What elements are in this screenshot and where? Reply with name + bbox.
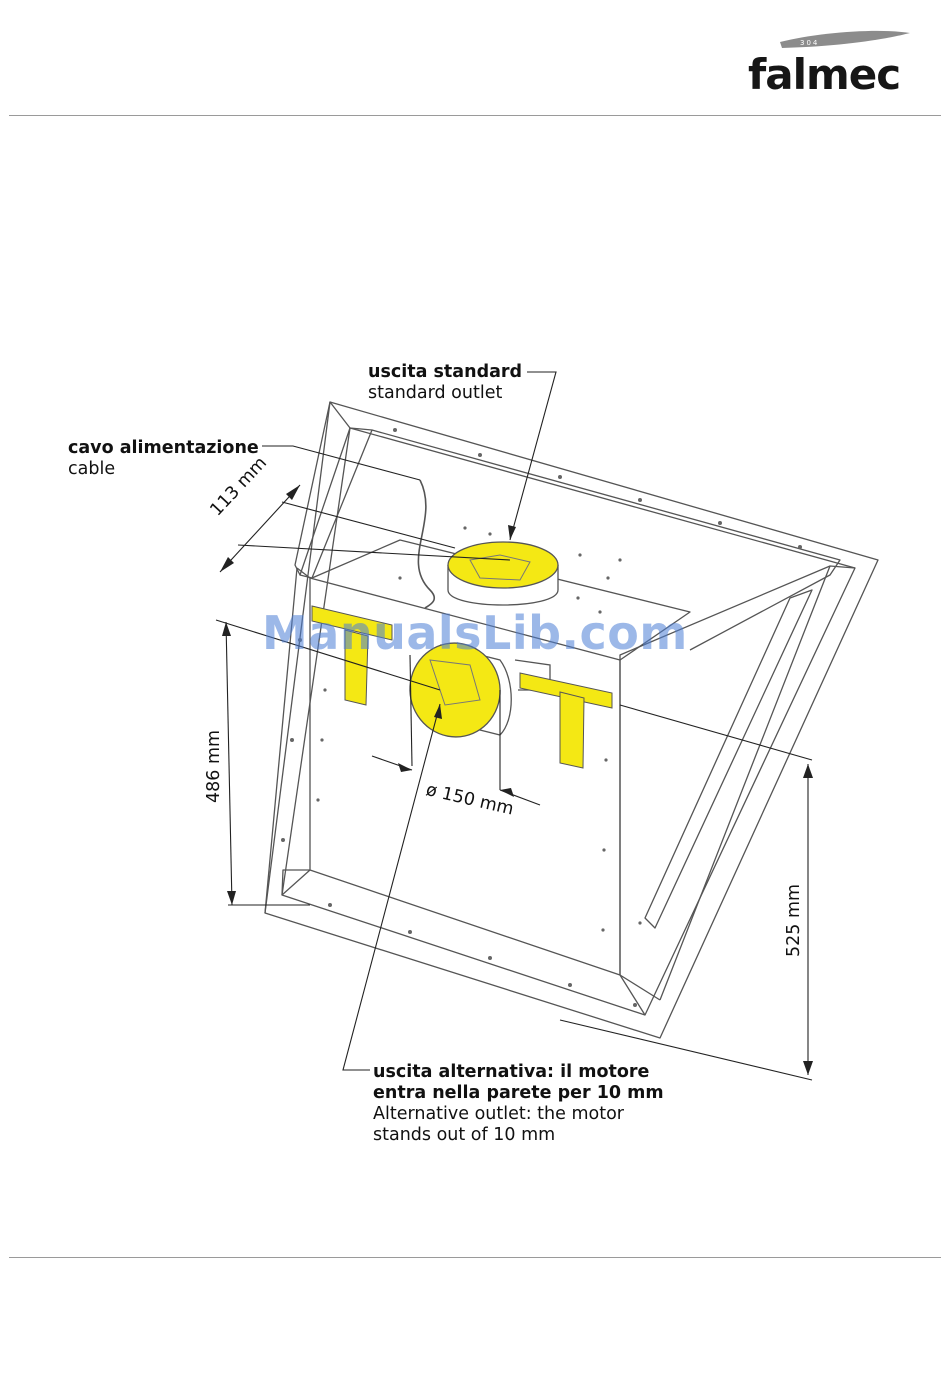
cable-label-it: cavo alimentazione: [68, 438, 259, 459]
cable-label: cavo alimentazione cable: [68, 438, 259, 480]
alt-outlet-label-it-2: entra nella parete per 10 mm: [373, 1083, 664, 1104]
alt-outlet-label-en-2: stands out of 10 mm: [373, 1125, 664, 1146]
standard-outlet: [448, 542, 558, 605]
watermark: ManualsLib.com: [262, 606, 688, 660]
power-cable: [418, 480, 434, 608]
standard-outlet-label-it: uscita standard: [368, 362, 522, 383]
standard-outlet-label: uscita standard standard outlet: [368, 362, 522, 404]
alt-outlet-label-it-1: uscita alternativa: il motore: [373, 1062, 664, 1083]
dimension-486: 486 mm: [206, 730, 224, 803]
alternative-outlet-label: uscita alternativa: il motore entra nell…: [373, 1062, 664, 1146]
alt-outlet-label-en-1: Alternative outlet: the motor: [373, 1104, 664, 1125]
dimension-525: 525 mm: [786, 884, 804, 957]
standard-outlet-label-en: standard outlet: [368, 383, 522, 404]
cable-label-en: cable: [68, 459, 259, 480]
right-bracket: [520, 673, 612, 768]
footer-rule: [9, 1257, 941, 1258]
